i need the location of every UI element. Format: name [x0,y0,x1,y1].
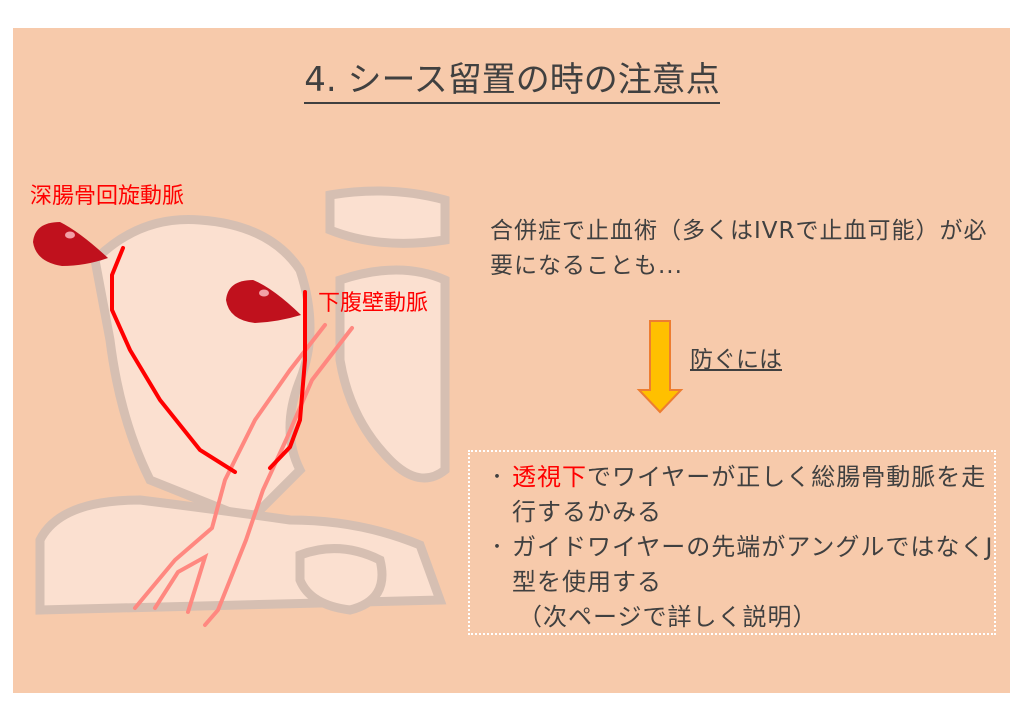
down-arrow-icon [636,320,684,414]
vessels [110,246,354,627]
prevention-box: ・透視下でワイヤーが正しく総腸骨動脈を走行するかみる ・ガイドワイヤーの先端がア… [468,450,996,635]
highlight-text: 透視下 [512,463,587,491]
slide-title: 4. シース留置の時の注意点 [0,52,1024,104]
inferior-epigastric-artery [268,290,307,470]
vessel-branch [153,552,209,614]
label-inferior-epigastric-artery: 下腹壁動脈 [318,291,429,316]
complication-text: 合併症で止血術（多くはIVRで止血可能）が必要になることも... [490,218,988,279]
external-iliac-vessel-left [133,323,327,610]
note-text: （次ページで詳しく説明） [518,603,818,631]
label-deep-circumflex-iliac-artery: 深腸骨回旋動脈 [30,184,185,209]
prevent-label: 防ぐには [690,347,782,373]
deep-circumflex-iliac-artery [110,246,237,474]
bullet-icon: ・ [488,467,507,488]
bullet-text: ガイドワイヤーの先端がアングルではなくJ型を使用する [512,533,994,596]
bullet-item: ・透視下でワイヤーが正しく総腸骨動脈を走行するかみる [488,460,994,530]
external-iliac-vessel-right [203,326,354,627]
bullet-icon: ・ [488,537,507,558]
bullet-text: でワイヤーが正しく総腸骨動脈を走行するかみる [512,463,987,526]
blood-drop-icon [226,280,301,323]
blood-drop-icon [33,222,108,266]
bullet-item: ・ガイドワイヤーの先端がアングルではなくJ型を使用する [488,530,994,600]
